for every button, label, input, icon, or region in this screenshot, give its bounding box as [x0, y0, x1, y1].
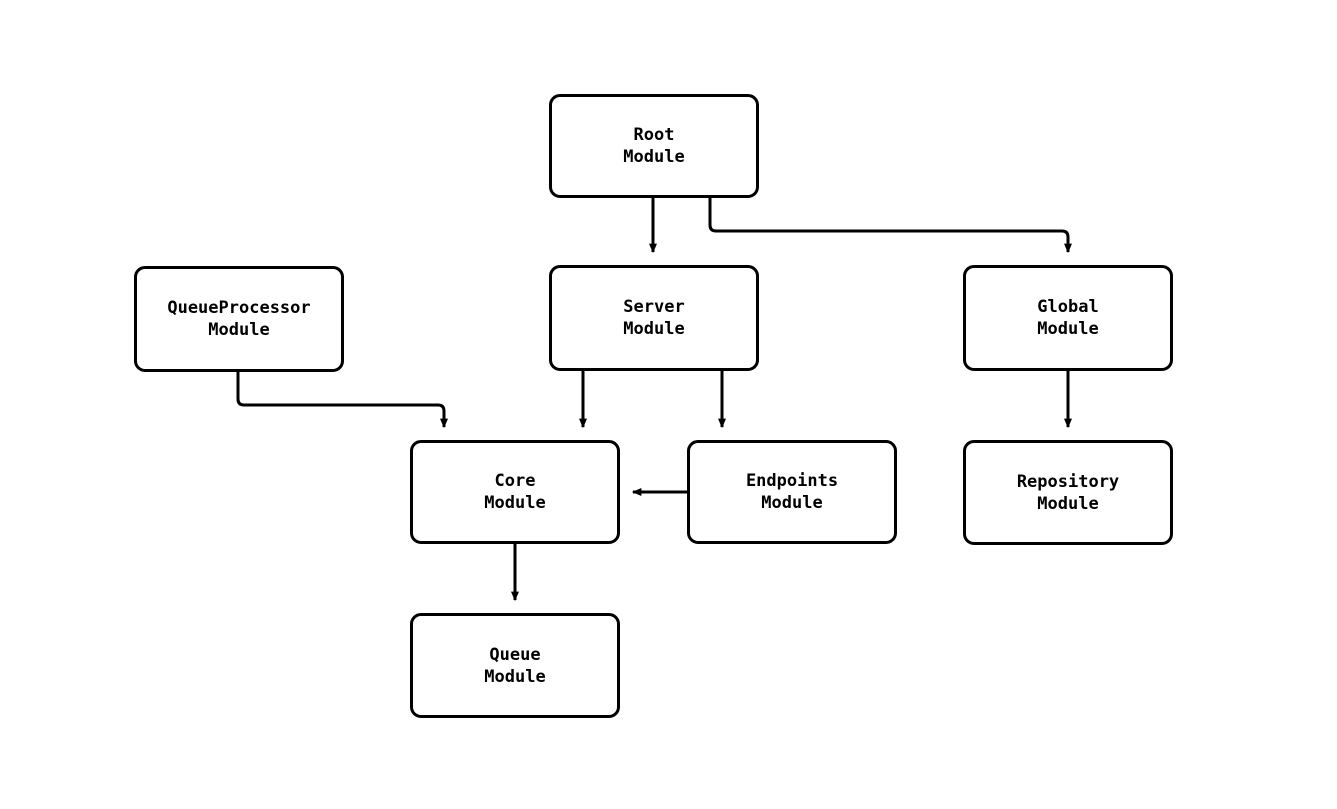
- edges-group: [236, 198, 1072, 602]
- node-queue-label-line2: Module: [484, 666, 546, 687]
- edge-queueprocessor-to-core: [236, 372, 448, 429]
- node-queueprocessor-label-line1: QueueProcessor: [167, 298, 311, 318]
- node-core-label-line1: Core: [494, 471, 536, 491]
- node-core-label-line2: Module: [484, 493, 546, 513]
- node-endpoints-label-line1: Endpoints: [745, 471, 839, 491]
- node-endpoints-label-line2: Module: [761, 493, 823, 513]
- node-repository-label-line2: Module: [1037, 493, 1099, 514]
- node-queueprocessor-label-line2: Module: [208, 320, 270, 340]
- edge-root-to-global: [708, 198, 1072, 254]
- node-queue-label-line1: Queue: [489, 644, 541, 665]
- node-root-label-line1: Root: [633, 125, 675, 145]
- node-server-label-line1: Server: [623, 297, 685, 317]
- node-server-label-line2: Module: [623, 319, 685, 339]
- node-global-label-line2: Module: [1037, 319, 1099, 339]
- node-global-label-line1: Global: [1037, 297, 1099, 317]
- node-root-label-line2: Module: [623, 147, 685, 167]
- node-repository-label-line1: Repository: [1016, 471, 1120, 492]
